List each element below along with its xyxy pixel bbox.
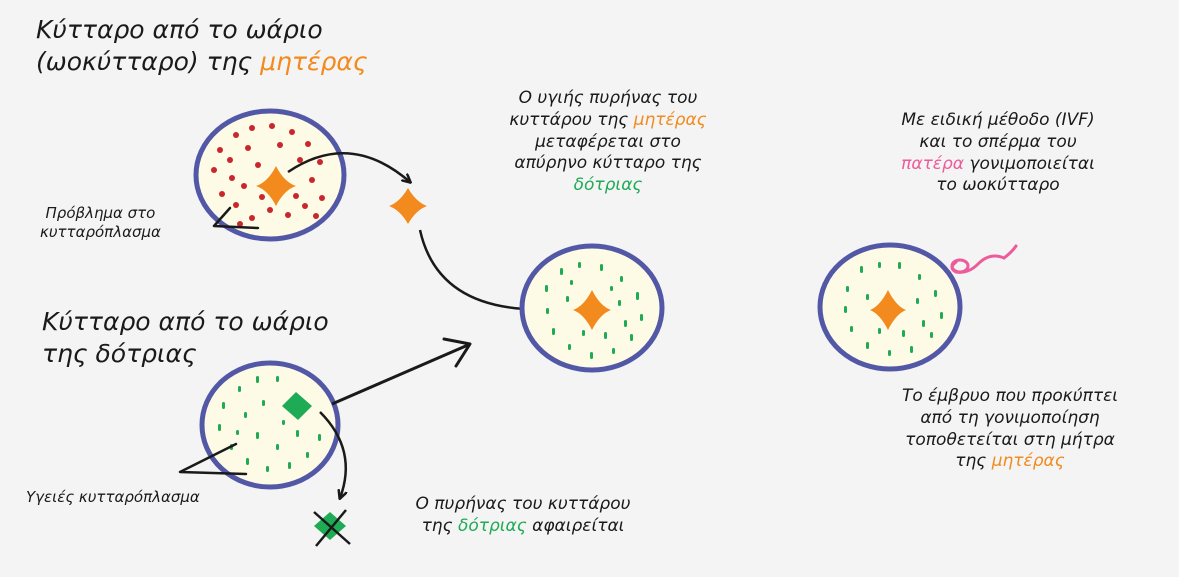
donor-nucleus: [282, 392, 312, 420]
sperm-head: [950, 258, 970, 274]
donor-egg-cell: [178, 360, 341, 490]
healthy-cytoplasm-label: Υγειές κυτταρόπλασμα: [26, 488, 200, 506]
donor-cell-title: Κύτταρο από το ωάριο της δότριας: [42, 307, 329, 368]
arrowhead-donor-to-reconstructed: [442, 337, 472, 368]
mother-cell-title: Κύτταρο από το ωάριο (ωοκύτταρο) της μητ…: [36, 15, 368, 76]
mother-nucleus: [256, 166, 296, 206]
arrow-mother-nucleus-extract: [287, 152, 410, 182]
fertilized-egg-cell: [817, 242, 1018, 372]
problem-cytoplasm-label: Πρόβλημα στο κυτταρόπλασμα: [40, 204, 161, 242]
transfer-description: Ο υγιής πυρήνας του κυττάρου της μητέρας…: [509, 88, 707, 195]
arrow-nucleus-removal: [319, 411, 346, 498]
nucleus-removal-description: Ο πυρήνας του κυττάρου της δότριας αφαιρ…: [415, 494, 631, 536]
healthy-cytoplasm-dots: [545, 262, 643, 359]
mother-egg-cell: [193, 108, 347, 242]
fertilized-cytoplasm-dots: [844, 262, 943, 356]
embryo-description: Το έμβρυο που προκύπτει από τη γονιμοποί…: [901, 386, 1119, 472]
cytoplasm-problem-dots: [211, 123, 325, 227]
healthy-cytoplasm-pointer: [178, 442, 248, 476]
problem-cytoplasm-pointer: [212, 206, 260, 230]
reconstructed-egg-cell: [519, 243, 665, 373]
reconstructed-nucleus: [573, 290, 611, 330]
arrow-donor-to-reconstructed: [331, 343, 469, 406]
removed-donor-nucleus: [313, 509, 351, 547]
ivf-description: Με ειδική μέθοδο (IVF) και το σπέρμα του…: [901, 110, 1095, 196]
donor-cytoplasm-dots: [218, 376, 321, 472]
transferred-mother-nucleus: [389, 188, 427, 224]
fertilized-nucleus: [870, 290, 906, 330]
